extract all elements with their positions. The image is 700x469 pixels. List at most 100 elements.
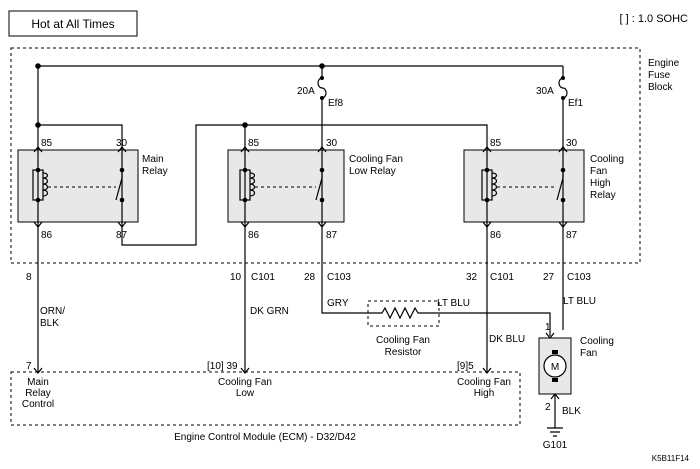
high-relay-pin-30: 30 [566,138,578,149]
main-relay-name-1: Main [142,154,164,165]
fan-label-1: Cooling [580,336,614,347]
fuse-block-label-2: Fuse [648,70,671,81]
motor-brush-top [552,350,558,354]
ecm-fan-low-2: Low [236,388,255,399]
wire-lt-blu-1: LT BLU [437,298,470,309]
cooling-fan-resistor: Cooling Fan Resistor [367,300,440,358]
main-relay-coil-winding [42,172,49,197]
main-relay-pin-30: 30 [116,138,128,149]
cooling-fan-high-relay: 85 30 86 87 Cooling Fan High Relay [463,138,624,241]
fuse-block-label-3: Block [648,82,673,93]
engine-fuse-block-outline [10,47,641,264]
low-relay-body [227,149,345,223]
high-relay-name-1: Cooling [590,154,624,165]
main-relay-pin-87: 87 [116,230,128,241]
motor-brush-bottom [552,378,558,382]
wire-lt-blu-2: LT BLU [563,296,596,307]
wire-orn-blk-1: ORN/ [40,306,65,317]
ecm-main-relay-1: Main [27,377,49,388]
main-relay-feed-wire [37,66,123,148]
high-relay-switch-arm [556,170,564,201]
ecm-label: Engine Control Module (ECM) - D32/D42 [174,432,356,443]
fuse-ef8-id: Ef8 [328,98,343,109]
ecm-pin-39: [10] 39 [207,361,238,372]
main-relay-pin-leads [37,148,123,226]
conn-pin-10: 10 [230,272,242,283]
main-relay-pin-85: 85 [41,138,53,149]
ecm-pin-arrows [33,367,492,374]
low-relay-coil-winding [249,172,256,197]
ecm-main-relay-3: Control [22,399,54,410]
low-relay-pin-85: 85 [248,138,260,149]
fan-label-2: Fan [580,348,597,359]
fuse-ef8-icon [317,77,327,99]
high-relay-name-3: High [590,178,611,189]
conn-pin-27: 27 [543,272,555,283]
fuse-ef8-top-terminal [320,76,324,80]
fan-pin-1: 1 [545,322,551,333]
ground-label: G101 [543,440,568,451]
variant-note: [ ] : 1.0 SOHC [620,13,689,25]
ecm-main-relay-2: Relay [25,388,51,399]
conn-pin-28: 28 [304,272,316,283]
wire-blk: BLK [562,406,581,417]
conn-c101-b: C101 [490,272,514,283]
wire-dk-blu: DK BLU [489,334,525,345]
fuse-ef1-icon [558,77,568,99]
cooling-fan-motor: 1 M 2 Cooling Fan G101 [538,322,614,451]
low-relay-pin-30: 30 [326,138,338,149]
high-relay-name-4: Relay [590,190,616,201]
high-relay-pin-leads [486,148,564,226]
main-relay-pin-86: 86 [41,230,53,241]
motor-symbol: M [551,362,559,373]
low-relay-name-2: Low Relay [349,166,396,177]
fuse-ef1-top-terminal [561,76,565,80]
main-relay-output-wire [121,124,488,246]
main-relay-switch-arm [115,170,123,201]
ecm-fan-high-1: Cooling Fan [457,377,511,388]
main-relay-name-2: Relay [142,166,168,177]
ecm-outline [10,371,521,426]
fuse-ef1-id: Ef1 [568,98,583,109]
ecm-pin-7: 7 [26,361,32,372]
title-text: Hot at All Times [31,17,114,31]
conn-c103-b: C103 [567,272,591,283]
ecm-fan-high-2: High [474,388,495,399]
wire-orn-blk-2: BLK [40,318,59,329]
fuse-block-label-1: Engine [648,58,680,69]
motor-icon [543,354,567,378]
fan-pin2-arrow [550,393,560,400]
ecm-pin-5: [9]5 [457,361,474,372]
fuse-ef8-amp: 20A [297,86,315,97]
main-relay-feed-junction [35,122,41,128]
fuse-ef1-amp: 30A [536,86,554,97]
cooling-fan-low-relay: 85 30 86 87 Cooling Fan Low Relay [227,138,403,241]
conn-c103-a: C103 [327,272,351,283]
high-relay-coil-winding [491,172,498,197]
high-relay-pin-87: 87 [566,230,578,241]
low-relay-name-1: Cooling Fan [349,154,403,165]
main-relay-pin-arrows [33,146,127,228]
ground-icon [547,427,563,437]
high-relay-pin-86: 86 [490,230,502,241]
high-relay-body [463,149,585,223]
wire-dk-grn: DK GRN [250,306,289,317]
high-relay-name-2: Fan [590,166,607,177]
low-relay-pin-86: 86 [248,230,260,241]
resistor-label-2: Resistor [385,347,422,358]
ecm-fan-low-1: Cooling Fan [218,377,272,388]
conn-pin-32: 32 [466,272,478,283]
title-box [8,10,138,37]
main-relay: 85 30 86 87 Main Relay [17,138,168,241]
low-relay-pin-87: 87 [326,230,338,241]
low-relay-pin-leads [244,148,323,226]
resistor-output-wire [439,312,551,330]
low-relay-85-junction [242,122,248,128]
ecm: 7 [10] 39 [9]5 Main Relay Control Coolin… [10,361,521,443]
resistor-label-1: Cooling Fan [376,335,430,346]
high-relay-pin-85: 85 [490,138,502,149]
figure-id: K5B11F14 [652,454,690,463]
low-relay-switch-arm [315,170,323,201]
